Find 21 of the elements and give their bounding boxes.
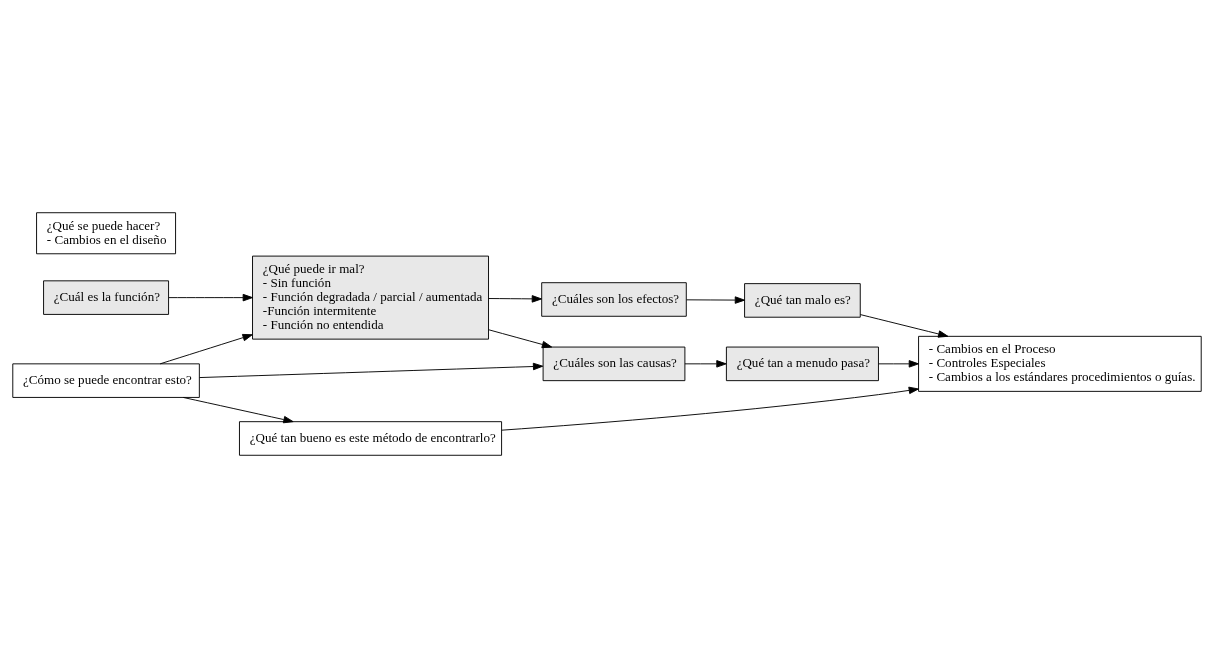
arrow <box>684 359 727 368</box>
node-box: ¿Cuál es la función? <box>43 279 170 315</box>
node-box: ¿Cómo se puede encontrar esto? <box>12 362 200 398</box>
arrow <box>686 295 746 304</box>
arrow <box>488 294 542 303</box>
arrow <box>488 328 553 348</box>
arrow <box>182 396 294 423</box>
arrow <box>501 386 919 431</box>
node-box: ¿Qué tan bueno es este método de encontrarlo? <box>239 420 503 456</box>
node-box: ¿Cuáles son las causas? <box>542 346 686 381</box>
node-box: ¿Qué puede ir mal? - Sin función - Función degradada / parcial / aumentada -Función intermitente - Función no entendida <box>252 255 489 340</box>
arrow <box>168 293 253 301</box>
node-box: ¿Cuáles son los efectos? <box>541 281 687 317</box>
arrow <box>878 359 919 368</box>
arrow <box>159 333 253 364</box>
arrow <box>859 313 949 338</box>
node-box: - Cambios en el Proceso - Controles Especiales - Cambios a los estándares procedimientos o guías. <box>918 335 1202 392</box>
arrow <box>199 362 544 378</box>
node-box: ¿Qué se puede hacer? - Cambios en el diseño <box>36 211 177 254</box>
node-box: ¿Qué tan malo es? <box>744 282 861 318</box>
node-box: ¿Qué tan a menudo pasa? <box>725 346 879 381</box>
